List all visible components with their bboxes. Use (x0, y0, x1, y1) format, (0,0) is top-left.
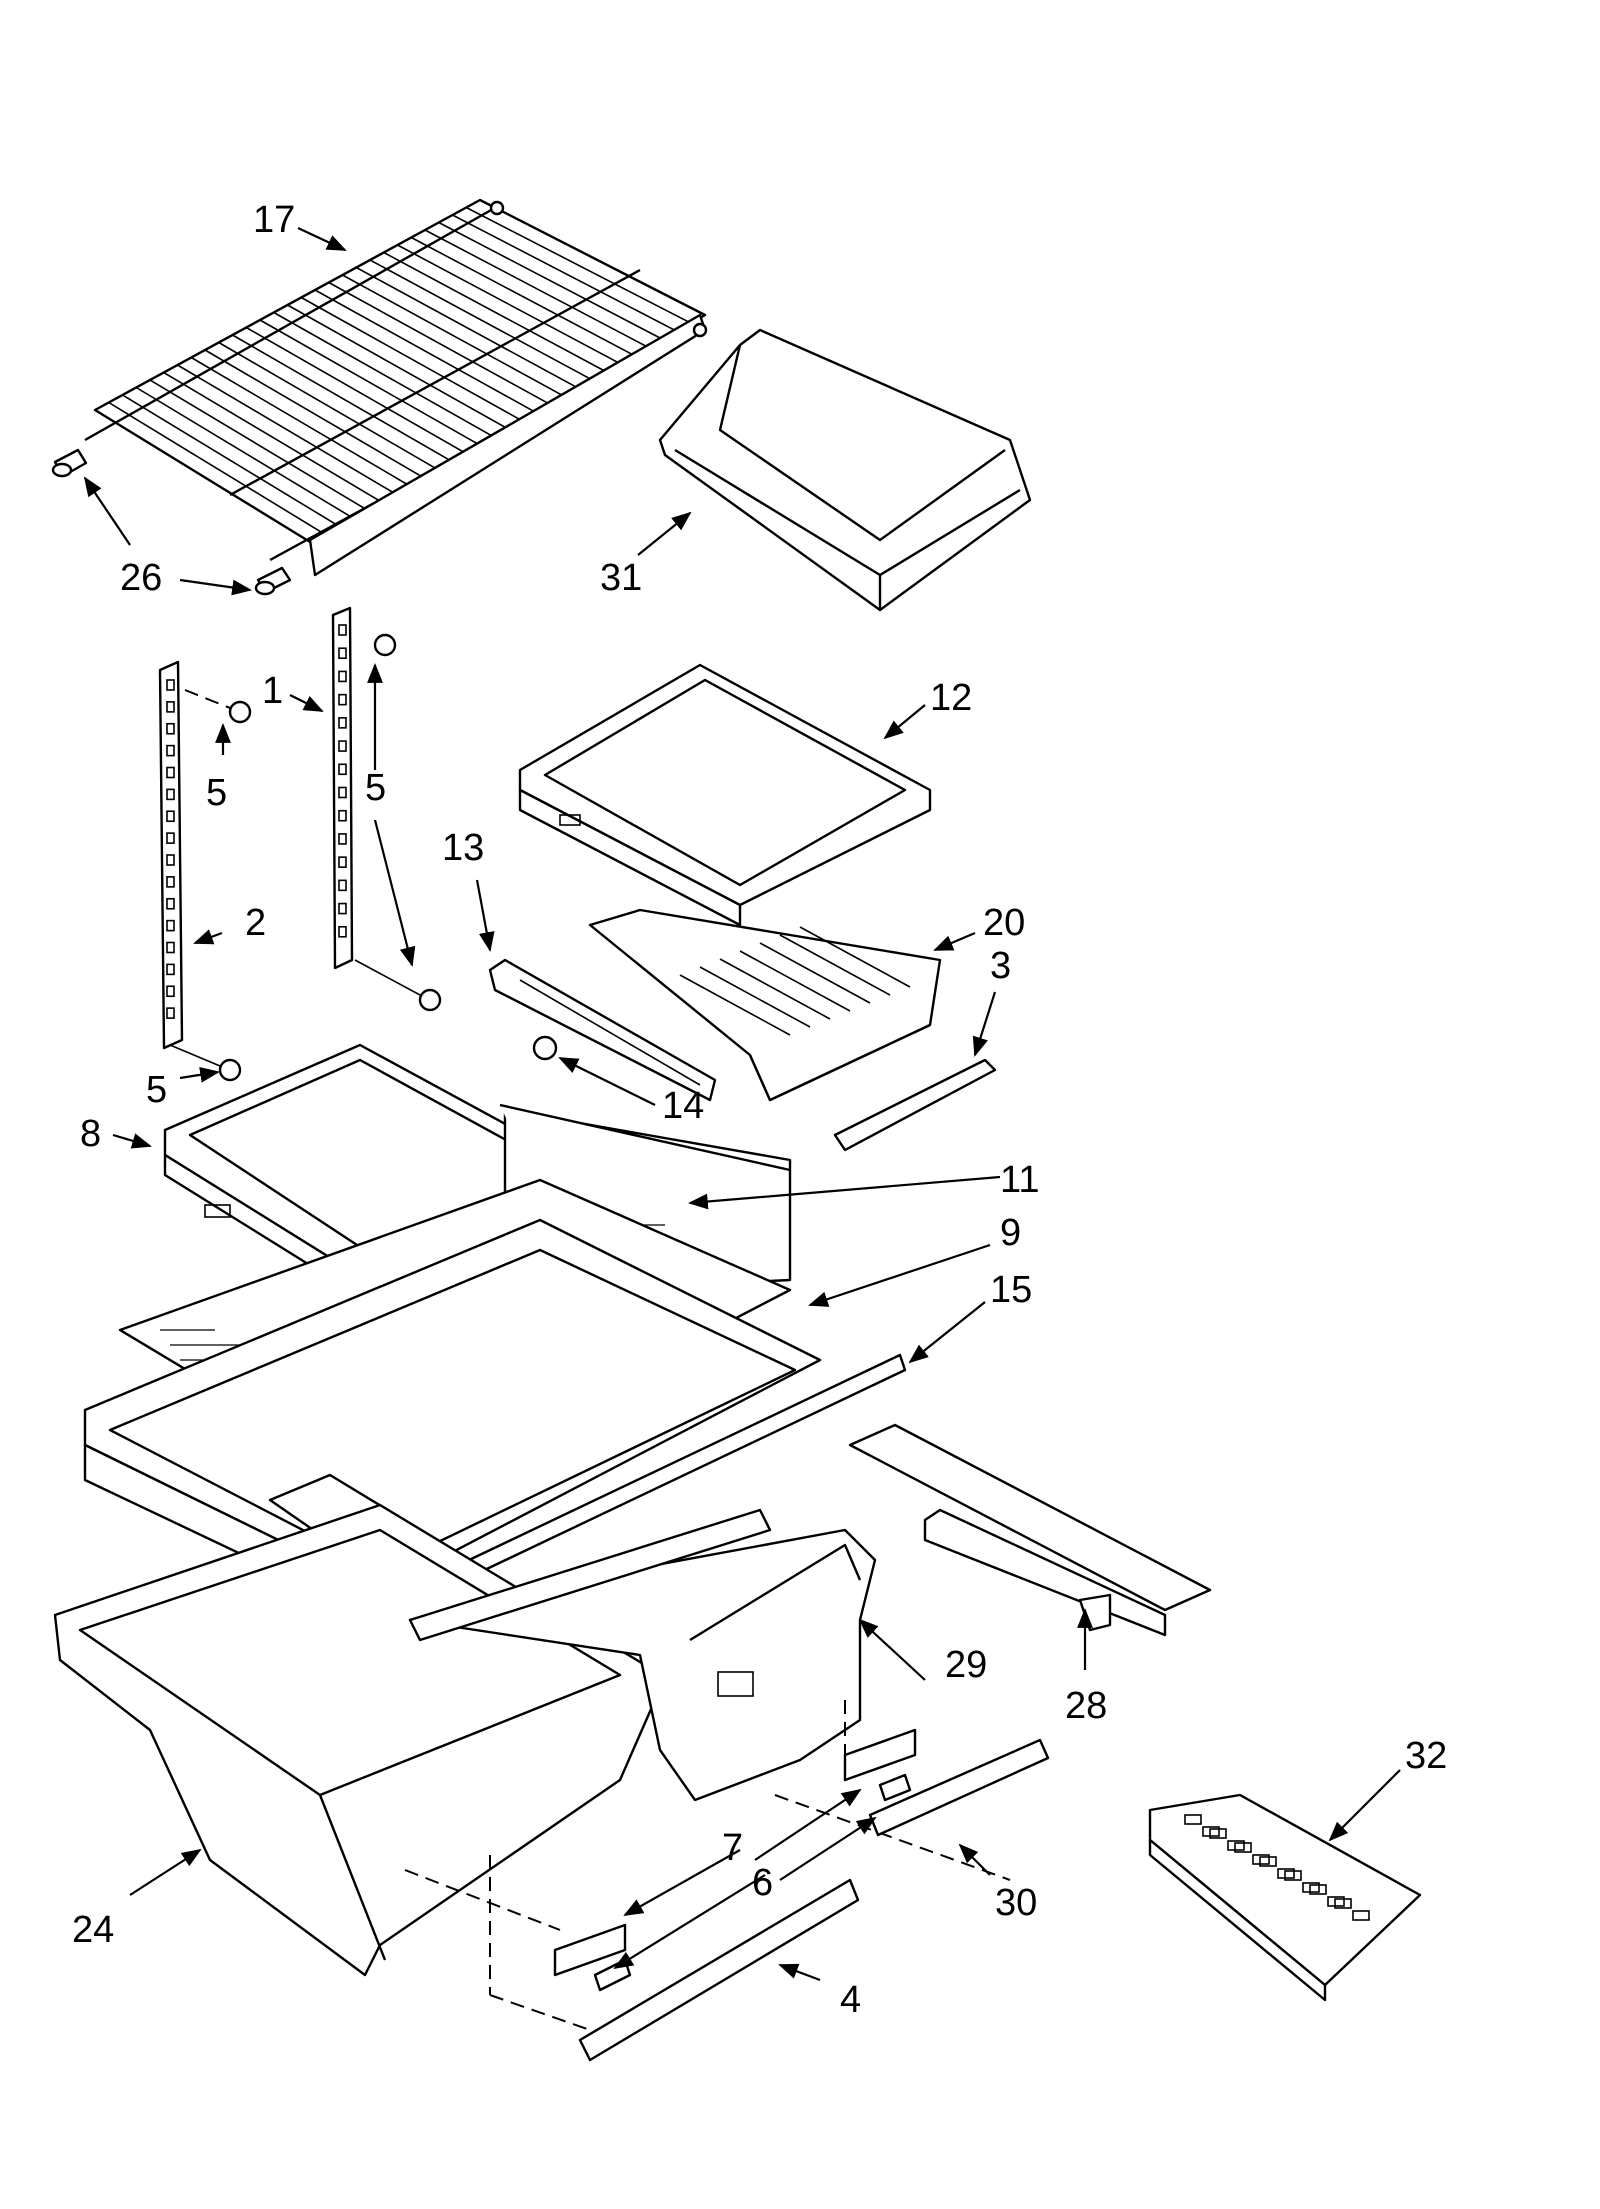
screw-1 (184, 689, 252, 724)
callout-15: 15 (990, 1269, 1032, 1311)
callout-14: 14 (662, 1085, 704, 1127)
callout-9: 9 (1000, 1212, 1021, 1254)
wire-shelf (84, 198, 708, 577)
callout-3: 3 (990, 945, 1011, 987)
callout-13: 13 (442, 827, 484, 869)
leader-lines (83, 227, 1401, 1982)
crisper-cover-bracket (848, 1423, 1212, 1637)
shelf-pin-left (51, 448, 88, 478)
callout-26: 26 (120, 557, 162, 599)
callout-12: 12 (930, 677, 972, 719)
crisper-drawer (588, 908, 942, 1102)
callout-5-bottom: 5 (146, 1069, 167, 1111)
callout-6: 6 (752, 1862, 773, 1904)
screw-3 (354, 959, 442, 1012)
drawer-handle-trim-large (578, 1878, 860, 2062)
door-bin (658, 328, 1032, 612)
shelf-pin-right (254, 566, 292, 596)
crisper-drawer-small (408, 1508, 877, 1802)
drawer-slide (488, 958, 717, 1102)
callout-28: 28 (1065, 1685, 1107, 1727)
ice-cube-tray (1148, 1793, 1422, 2002)
callout-17: 17 (253, 199, 295, 241)
callout-29: 29 (945, 1644, 987, 1686)
callout-labels: 17 26 31 1 12 5 5 13 2 20 3 5 14 8 11 9 … (72, 199, 1447, 2021)
shelf-ladder-left (158, 660, 184, 1050)
screw-4 (169, 1044, 242, 1082)
crisper-cover-top (518, 663, 932, 927)
drawer-clip-a (593, 1958, 632, 1992)
screw-2 (373, 633, 397, 657)
trim-strip (833, 1058, 997, 1152)
drawer-clip-b (878, 1773, 912, 1802)
callout-2: 2 (245, 902, 266, 944)
callout-5-left: 5 (206, 772, 227, 814)
callout-1: 1 (262, 670, 283, 712)
drawer-label-holder-a (553, 1923, 627, 1977)
drawer-screw (532, 1035, 558, 1061)
callout-24: 24 (72, 1909, 114, 1951)
shelf-ladder-right (331, 606, 354, 970)
callout-20: 20 (983, 902, 1025, 944)
callout-5-right: 5 (365, 767, 386, 809)
callout-8: 8 (80, 1113, 101, 1155)
callout-4: 4 (840, 1979, 861, 2021)
callout-32: 32 (1405, 1735, 1447, 1777)
callout-30: 30 (995, 1882, 1037, 1924)
callout-11: 11 (1000, 1159, 1039, 1201)
callout-31: 31 (600, 557, 642, 599)
drawer-label-holder-b (843, 1728, 917, 1782)
callout-7: 7 (722, 1827, 743, 1869)
